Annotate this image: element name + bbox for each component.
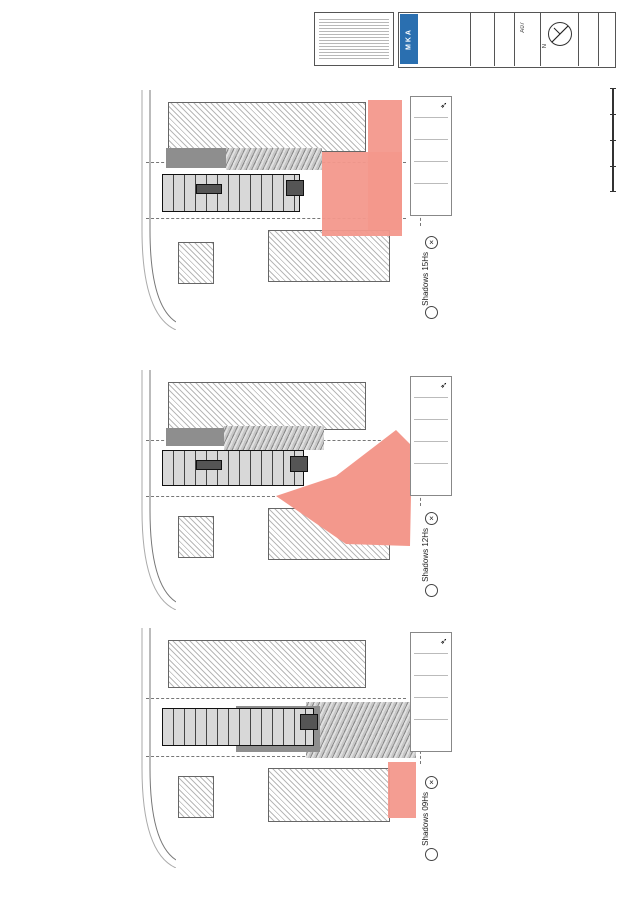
north-symbol bbox=[548, 22, 572, 46]
neighbour-building-north bbox=[168, 640, 366, 688]
tree-shadow bbox=[224, 426, 324, 450]
view-marker-end bbox=[425, 306, 438, 319]
site-boundary bbox=[146, 698, 406, 699]
view-title: Shadows 09Hs bbox=[421, 792, 430, 846]
building-core bbox=[290, 456, 308, 472]
view-marker-end bbox=[425, 848, 438, 861]
neighbour-building-east bbox=[268, 230, 390, 282]
north-label: N bbox=[542, 44, 548, 49]
legend-panel bbox=[410, 376, 452, 496]
neighbour-building-small bbox=[178, 776, 214, 818]
view-title: Shadows 15Hs bbox=[421, 252, 430, 306]
title-block bbox=[398, 12, 616, 68]
firm-logo: MKA bbox=[400, 14, 418, 64]
neighbour-building-north bbox=[168, 102, 366, 152]
road-edge bbox=[141, 628, 176, 868]
scale-bar bbox=[610, 88, 616, 192]
title-block-divider bbox=[598, 12, 599, 66]
notes-text-lines bbox=[319, 17, 389, 61]
proposed-building bbox=[162, 450, 304, 486]
title-block-divider bbox=[470, 12, 471, 66]
sheet-number: A07 bbox=[520, 22, 526, 33]
legend-panel bbox=[410, 632, 452, 752]
building-core bbox=[300, 714, 318, 730]
site-boundary bbox=[146, 496, 406, 497]
title-block-divider bbox=[578, 12, 579, 66]
proposed-building bbox=[162, 174, 300, 212]
north-arrow-icon: ➶ bbox=[440, 380, 448, 390]
road-edge bbox=[141, 370, 176, 610]
neighbour-building-east bbox=[268, 768, 390, 822]
view-marker: × bbox=[425, 512, 438, 525]
title-block-divider bbox=[494, 12, 495, 66]
neighbour-building-small bbox=[178, 242, 214, 284]
title-block-divider bbox=[540, 12, 541, 66]
tree-shadow bbox=[306, 702, 416, 758]
north-arrow-icon bbox=[551, 25, 569, 43]
neighbour-building-north bbox=[168, 382, 366, 430]
building-core bbox=[196, 460, 222, 470]
legend-panel bbox=[410, 96, 452, 216]
proposed-shadow bbox=[322, 152, 402, 236]
shadow-plan-15hs: ➶ bbox=[136, 90, 462, 340]
proposed-shadow bbox=[276, 430, 412, 546]
title-block-divider bbox=[514, 12, 515, 66]
road-edge bbox=[141, 90, 176, 330]
notes-panel bbox=[314, 12, 394, 66]
shadow-plan-09hs: ➶ bbox=[136, 628, 462, 878]
view-title: Shadows 12Hs bbox=[421, 528, 430, 582]
view-marker-end bbox=[425, 584, 438, 597]
view-marker: × bbox=[425, 236, 438, 249]
site-boundary bbox=[146, 218, 406, 219]
tree-shadow bbox=[226, 148, 322, 170]
building-core bbox=[196, 184, 222, 194]
north-arrow-icon: ➶ bbox=[440, 636, 448, 646]
view-marker: × bbox=[425, 776, 438, 789]
proposed-shadow bbox=[388, 762, 416, 818]
proposed-building bbox=[162, 708, 314, 746]
building-core bbox=[286, 180, 304, 196]
shadow-plan-12hs: ➶ bbox=[136, 370, 462, 620]
north-arrow-icon: ➶ bbox=[440, 100, 448, 110]
neighbour-building-small bbox=[178, 516, 214, 558]
site-boundary bbox=[146, 756, 406, 757]
